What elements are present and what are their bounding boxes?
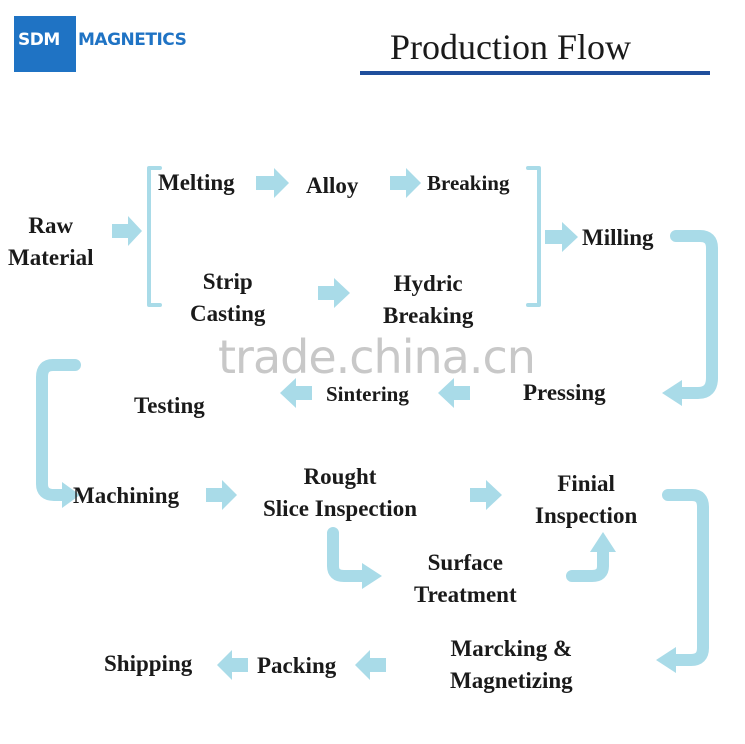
bracket-right [526,166,541,307]
bracket-left [147,166,162,307]
arrowhead-machining [62,482,80,508]
watermark-text: trade.china.cn [218,330,536,384]
logo-magnetics-text: MAGNETICS [78,30,187,50]
arrowhead-surface [362,563,382,589]
connector-surface-to-finial [566,546,609,582]
arrow-strip-to-hydric [318,278,350,308]
arrowhead-finial [590,532,616,552]
step-sintering: Sintering [326,382,409,406]
step-alloy: Alloy [306,173,359,198]
arrow-machining-to-rought [206,480,237,510]
connector-testing-to-machining [36,359,81,501]
step-pressing: Pressing [523,380,606,405]
title-underline [360,71,710,75]
step-testing: Testing [134,393,205,418]
step-breaking: Breaking [427,171,510,195]
arrow-raw-to-bracket [112,216,142,246]
arrow-pressing-to-sintering [438,378,470,408]
connector-finial-to-marcking [662,489,709,666]
connector-milling-to-pressing [670,230,718,399]
arrow-sintering-to-testing [280,378,312,408]
step-marcking-magnetizing: Marcking &Magnetizing [450,636,573,693]
arrow-rought-to-finial [470,480,502,510]
connector-rought-to-surface [327,527,368,582]
step-machining: Machining [73,483,180,508]
arrowhead-marcking [656,647,676,673]
step-shipping: Shipping [104,651,193,676]
arrow-marcking-to-packing [355,650,386,680]
step-milling: Milling [582,225,654,250]
page-title: Production Flow [390,27,632,67]
step-packing: Packing [257,653,337,678]
arrowhead-pressing [662,380,682,406]
logo-block [14,16,76,72]
step-melting: Melting [158,170,235,195]
arrow-packing-to-shipping [217,650,248,680]
arrow-alloy-to-breaking [390,168,421,198]
logo-sdm-text: SDM [18,30,60,50]
arrow-melting-to-alloy [256,168,289,198]
arrow-breaking-to-milling [545,222,578,252]
